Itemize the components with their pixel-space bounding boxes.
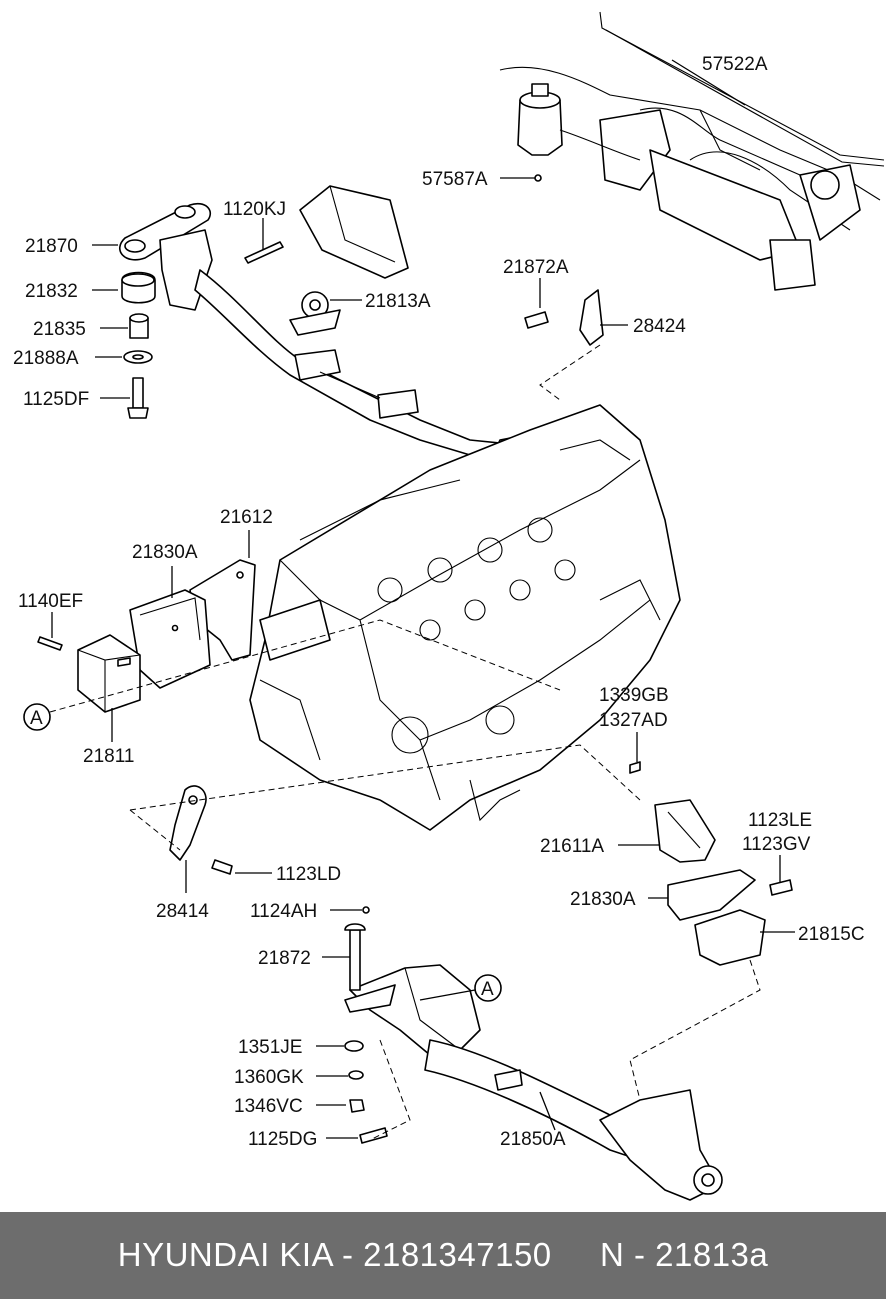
marker-a-left-circle: [23, 703, 51, 731]
label-1339GB: 1339GB: [599, 685, 669, 706]
marker-a-right-circle: [474, 974, 502, 1002]
upper-small-parts-drawing: [121, 185, 604, 419]
label-21830A-top: 21830A: [132, 542, 198, 563]
left-mount-drawing: [37, 559, 256, 713]
label-1125DF: 1125DF: [23, 389, 89, 410]
parts-diagram: 57522A 57587A 1120KJ 21870 21832 21813A …: [13, 11, 885, 1201]
label-1351JE: 1351JE: [238, 1037, 302, 1058]
bracket-28414-drawing: [169, 785, 233, 875]
label-21872: 21872: [258, 948, 311, 969]
label-21611A: 21611A: [540, 836, 604, 857]
marker-a-right: A: [481, 979, 494, 1000]
label-57587A: 57587A: [422, 169, 488, 190]
lower-crossmember-drawing: [344, 906, 723, 1201]
right-mount-drawing: [629, 761, 793, 966]
label-28424: 28424: [633, 316, 686, 337]
label-21850A: 21850A: [500, 1129, 566, 1150]
label-21872A: 21872A: [503, 257, 569, 278]
label-28414: 28414: [156, 901, 209, 922]
label-21612: 21612: [220, 507, 273, 528]
leader-lines: [51, 59, 795, 1139]
label-1123LE: 1123LE: [748, 810, 812, 831]
label-21813A: 21813A: [365, 291, 431, 312]
label-1327AD: 1327AD: [599, 710, 668, 731]
label-1125DG: 1125DG: [248, 1129, 317, 1150]
label-1140EF: 1140EF: [18, 591, 83, 612]
label-1360GK: 1360GK: [234, 1067, 304, 1088]
label-1346VC: 1346VC: [234, 1096, 303, 1117]
label-21832: 21832: [25, 281, 78, 302]
engine-block-drawing: [249, 404, 681, 831]
label-1124AH: 1124AH: [250, 901, 317, 922]
label-1123GV: 1123GV: [742, 834, 811, 855]
label-21815C: 21815C: [798, 924, 865, 945]
footer-bar: HYUNDAI KIA - 2181347150 N - 21813a: [0, 1212, 886, 1299]
label-21870: 21870: [25, 236, 78, 257]
label-21830A-bottom: 21830A: [570, 889, 636, 910]
label-21888A: 21888A: [13, 348, 79, 369]
footer-caption: HYUNDAI KIA - 2181347150 N - 21813a: [117, 1236, 769, 1273]
steering-assembly-drawing: [499, 11, 885, 291]
label-57522A: 57522A: [702, 54, 768, 75]
part-labels: 57522A 57587A 1120KJ 21870 21832 21813A …: [13, 54, 865, 1150]
label-1123LD: 1123LD: [276, 864, 341, 885]
dashed-guides: [49, 344, 761, 1141]
marker-a-left: A: [30, 708, 43, 729]
label-1120KJ: 1120KJ: [223, 199, 286, 220]
label-21835: 21835: [33, 319, 86, 340]
label-21811: 21811: [83, 746, 134, 767]
